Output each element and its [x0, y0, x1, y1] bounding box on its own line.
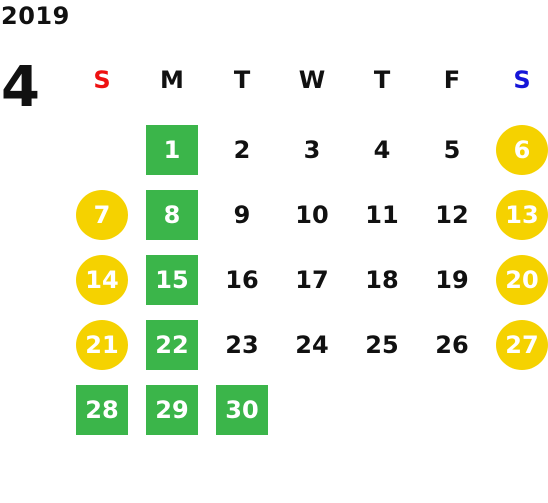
weekday-saturday: S: [513, 66, 531, 94]
calendar-day[interactable]: 18: [365, 266, 399, 294]
calendar-day[interactable]: 5: [443, 136, 461, 164]
weekday-monday: M: [160, 66, 184, 94]
calendar-day[interactable]: 12: [435, 201, 469, 229]
calendar-day[interactable]: 19: [435, 266, 469, 294]
calendar-day[interactable]: 22: [146, 320, 198, 370]
calendar-day[interactable]: 8: [146, 190, 198, 240]
calendar-day[interactable]: 11: [365, 201, 399, 229]
calendar-day[interactable]: 16: [225, 266, 259, 294]
calendar-day[interactable]: 1: [146, 125, 198, 175]
calendar-day[interactable]: 29: [146, 385, 198, 435]
calendar-day[interactable]: 17: [295, 266, 329, 294]
calendar-day[interactable]: 25: [365, 331, 399, 359]
weekday-wednesday: W: [298, 66, 326, 94]
calendar-day[interactable]: 9: [233, 201, 251, 229]
weekday-thursday: T: [373, 66, 391, 94]
calendar-day[interactable]: 14: [76, 255, 128, 305]
weekday-friday: F: [443, 66, 461, 94]
calendar-day[interactable]: 21: [76, 320, 128, 370]
calendar-day[interactable]: 3: [303, 136, 321, 164]
calendar-day[interactable]: 28: [76, 385, 128, 435]
calendar-day[interactable]: 20: [496, 255, 548, 305]
calendar-day[interactable]: 15: [146, 255, 198, 305]
calendar-day[interactable]: 13: [496, 190, 548, 240]
calendar-day[interactable]: 26: [435, 331, 469, 359]
calendar-day[interactable]: 30: [216, 385, 268, 435]
weekday-tuesday: T: [233, 66, 251, 94]
calendar-year: 2019: [1, 2, 70, 30]
calendar-day[interactable]: 7: [76, 190, 128, 240]
calendar-day[interactable]: 4: [373, 136, 391, 164]
calendar-day[interactable]: 6: [496, 125, 548, 175]
calendar-day[interactable]: 24: [295, 331, 329, 359]
calendar-day[interactable]: 10: [295, 201, 329, 229]
calendar-month: 4: [1, 55, 40, 120]
calendar-day[interactable]: 23: [225, 331, 259, 359]
calendar-day[interactable]: 27: [496, 320, 548, 370]
weekday-sunday: S: [93, 66, 111, 94]
calendar-day[interactable]: 2: [233, 136, 251, 164]
